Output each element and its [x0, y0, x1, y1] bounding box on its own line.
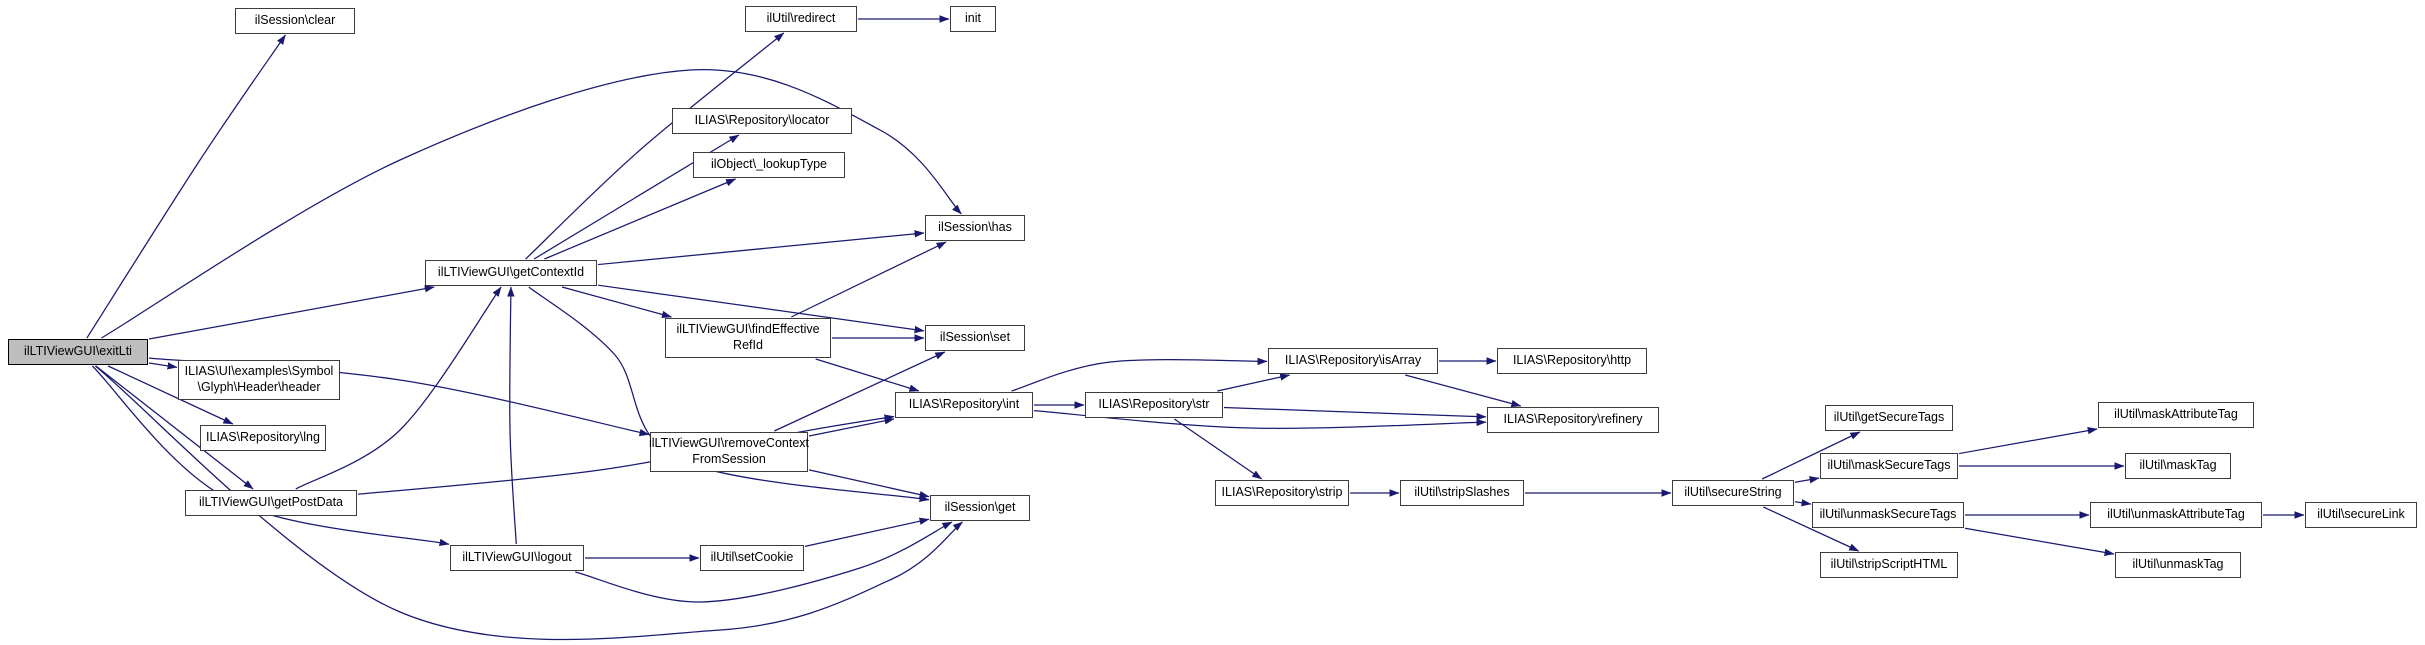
edge-getPostData-to-int [357, 414, 895, 495]
node-setCookie[interactable]: ilUtil\setCookie [700, 545, 804, 571]
edge-getPostData-to-getContextId [295, 286, 502, 490]
edge-str-to-refinery [1223, 406, 1487, 421]
node-secureString[interactable]: ilUtil\secureString [1672, 480, 1794, 506]
edge-exitLti-to-lng [107, 365, 234, 425]
edge-logout-to-get [575, 521, 953, 603]
edge-secureString-to-stripScriptHTML [1763, 506, 1860, 552]
node-exitLti: ilLTIViewGUI\exitLti [8, 339, 148, 365]
edge-exitLti-to-getContextId [148, 285, 435, 340]
node-isArray[interactable]: ILIAS\Repository\isArray [1268, 348, 1438, 374]
node-stripScriptHTML[interactable]: ilUtil\stripScriptHTML [1820, 552, 1958, 578]
node-secureLink[interactable]: ilUtil\secureLink [2305, 502, 2417, 528]
node-int[interactable]: ILIAS\Repository\int [895, 392, 1033, 418]
edge-exitLti-to-has [101, 68, 962, 339]
edge-getContextId-to-redirect [525, 32, 785, 260]
edge-removeContext-to-int [808, 417, 895, 437]
node-getPostData[interactable]: ilLTIViewGUI\getPostData [185, 490, 357, 516]
node-strip[interactable]: ILIAS\Repository\strip [1215, 480, 1349, 506]
edge-findEffective-to-int [815, 358, 920, 392]
edge-removeContext-to-get [808, 469, 930, 499]
node-http[interactable]: ILIAS\Repository\http [1497, 348, 1647, 374]
node-removeContext[interactable]: ilLTIViewGUI\removeContext FromSession [649, 432, 809, 472]
edge-maskSecureTags-to-maskAttributeTag [1958, 427, 2098, 455]
node-getContextId[interactable]: ilLTIViewGUI\getContextId [425, 260, 597, 286]
node-maskAttributeTag[interactable]: ilUtil\maskAttributeTag [2098, 402, 2254, 428]
edge-int-to-isArray [1011, 357, 1268, 392]
edge-secureString-to-unmaskSecureTags [1794, 499, 1812, 507]
node-findEffective[interactable]: ilLTIViewGUI\findEffective RefId [665, 318, 831, 358]
edge-setCookie-to-get [804, 517, 930, 547]
node-set[interactable]: ilSession\set [925, 325, 1025, 351]
edge-str-to-strip [1174, 418, 1263, 480]
edge-getContextId-to-has [597, 230, 925, 266]
node-maskTag[interactable]: ilUtil\maskTag [2125, 453, 2231, 479]
node-unmaskSecureTags[interactable]: ilUtil\unmaskSecureTags [1812, 502, 1964, 528]
node-header[interactable]: ILIAS\UI\examples\Symbol \Glyph\Header\h… [178, 360, 340, 400]
edge-str-to-isArray [1217, 373, 1291, 392]
edge-exitLti-to-clear [86, 34, 286, 339]
edge-exitLti-to-header [148, 362, 178, 370]
node-clear[interactable]: ilSession\clear [235, 8, 355, 34]
edge-getContextId-to-get [528, 286, 930, 502]
node-logout[interactable]: ilLTIViewGUI\logout [450, 545, 584, 571]
node-getSecureTags[interactable]: ilUtil\getSecureTags [1825, 405, 1953, 431]
edge-getContextId-to-lookupType [544, 178, 737, 260]
edge-findEffective-to-has [791, 241, 947, 318]
node-has[interactable]: ilSession\has [925, 215, 1025, 241]
node-maskSecureTags[interactable]: ilUtil\maskSecureTags [1820, 453, 1958, 479]
edge-removeContext-to-set [774, 351, 946, 432]
node-refinery[interactable]: ILIAS\Repository\refinery [1487, 407, 1659, 433]
node-stripSlashes[interactable]: ilUtil\stripSlashes [1400, 480, 1524, 506]
node-init[interactable]: init [950, 6, 996, 32]
edge-secureString-to-getSecureTags [1761, 431, 1861, 480]
node-get[interactable]: ilSession\get [930, 495, 1030, 521]
node-str[interactable]: ILIAS\Repository\str [1085, 392, 1223, 418]
node-redirect[interactable]: ilUtil\redirect [745, 6, 857, 32]
edge-getContextId-to-set [597, 284, 925, 334]
node-lookupType[interactable]: ilObject\_lookupType [693, 152, 845, 178]
edge-unmaskSecureTags-to-unmaskTag [1964, 527, 2115, 556]
node-lng[interactable]: ILIAS\Repository\lng [200, 425, 326, 451]
node-unmaskAttributeTag[interactable]: ilUtil\unmaskAttributeTag [2090, 502, 2262, 528]
edge-exitLti-to-getPostData [95, 365, 254, 490]
node-unmaskTag[interactable]: ilUtil\unmaskTag [2115, 552, 2241, 578]
edge-logout-to-getContextId [507, 286, 517, 545]
edge-getContextId-to-findEffective [561, 286, 672, 319]
edge-secureString-to-maskSecureTags [1794, 476, 1820, 484]
edge-isArray-to-refinery [1405, 374, 1522, 408]
node-locator[interactable]: ILIAS\Repository\locator [672, 108, 852, 134]
